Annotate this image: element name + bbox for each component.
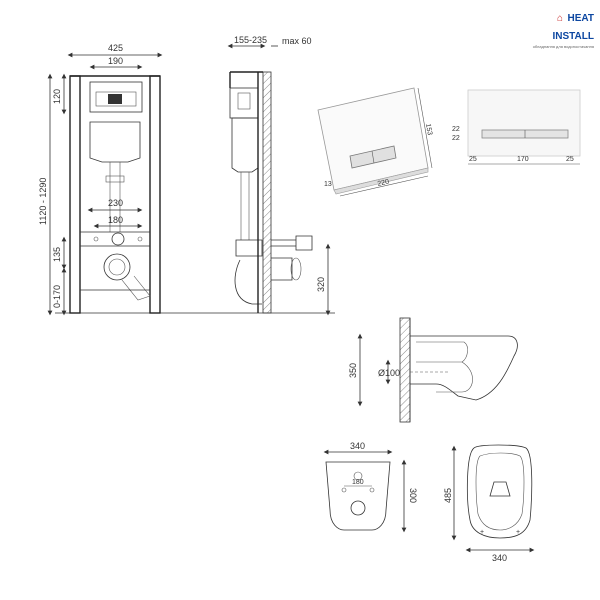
dim-bottom-300: 300: [408, 488, 418, 503]
side-drain-outlet: [271, 257, 293, 281]
dim-bottom-340: 340: [350, 441, 365, 451]
dim-13: 13: [324, 181, 332, 188]
frame-front-view: 425 190 120 1120 - 1290 230 180 135 0-17…: [38, 43, 335, 316]
side-connector: [271, 235, 313, 251]
bowl-trap: [436, 361, 473, 393]
side-flush-pipe: [240, 172, 250, 240]
drain-elbow: [121, 275, 151, 301]
frame-post-right: [149, 75, 161, 314]
dim-outlet-diameter: Ø100: [378, 368, 400, 378]
dim-25-left: 25: [469, 156, 477, 163]
side-valve: [237, 92, 251, 110]
top-seat: [475, 452, 525, 531]
frame-side-view: 155-235 max 60 320: [227, 35, 331, 316]
drain-outlet-outer: [103, 253, 131, 281]
house-icon: ⌂: [557, 13, 564, 24]
side-box: [229, 87, 259, 119]
dim-top-340: 340: [492, 553, 507, 563]
cistern: [89, 121, 141, 163]
top-hinge: [489, 481, 511, 497]
brand-tagline: обладнання для водопостачання: [532, 44, 594, 49]
dim-425: 425: [108, 43, 123, 53]
bowl-wall: [399, 317, 411, 423]
top-mark-right: +: [516, 529, 520, 536]
side-drain-bend: [234, 259, 262, 305]
bowl-top-view: + + 485 340: [443, 444, 535, 563]
bowl-outline: [410, 335, 518, 401]
bottom-bolt-left: [341, 487, 347, 493]
dim-22-b: 22: [452, 135, 460, 142]
button-plate-perspective: 153 220 13: [317, 87, 433, 197]
dim-max-60: max 60: [282, 36, 312, 46]
bottom-outline: [325, 461, 391, 531]
side-fitting: [235, 239, 263, 257]
bolt-right: [137, 236, 143, 242]
bowl-side-section: Ø100 350: [348, 317, 518, 423]
flush-pipe: [109, 162, 121, 232]
pipe-clamp: [105, 175, 125, 183]
dim-190: 190: [108, 56, 123, 66]
dim-120: 120: [52, 89, 62, 104]
top-mark-left: +: [480, 529, 484, 536]
front-plate-face: [467, 89, 581, 157]
dim-25-right: 25: [566, 156, 574, 163]
wall-section: [262, 71, 272, 314]
plate-edge: [333, 167, 429, 195]
dim-180: 180: [108, 215, 123, 225]
button-plate-front: 22 22 25 170 25: [452, 89, 581, 165]
dim-320: 320: [316, 277, 326, 292]
plate-button-divider: [371, 150, 375, 164]
flush-mechanism: [95, 91, 137, 107]
dim-1120-1290: 1120 - 1290: [38, 178, 48, 225]
dim-line-220: [339, 175, 429, 197]
dim-220: 220: [377, 178, 390, 187]
bowl-bottom-view: 340 180 300: [323, 441, 418, 533]
top-outline: [466, 444, 533, 539]
dim-135: 135: [52, 247, 62, 262]
dim-bottom-180: 180: [352, 479, 364, 486]
bowl-inner-rim: [416, 341, 468, 363]
dim-22-a: 22: [452, 126, 460, 133]
flush-box: [89, 81, 143, 113]
dim-155-235: 155-235: [234, 35, 267, 45]
dim-153: 153: [424, 123, 433, 136]
brand-logo: ⌂ HEAT INSTALL обладнання для водопостач…: [514, 8, 594, 49]
bottom-water-inlet: [353, 471, 363, 481]
dim-line-153: [417, 87, 433, 169]
bottom-bolt-right: [369, 487, 375, 493]
dim-170: 170: [517, 156, 529, 163]
dim-0-170: 0-170: [52, 285, 62, 308]
dim-350: 350: [348, 363, 358, 378]
side-cistern: [231, 117, 259, 173]
drain-outlet-rim: [290, 257, 302, 281]
bolt-hole-center: [111, 232, 125, 246]
frame-post-left: [69, 75, 81, 314]
bottom-outlet: [350, 500, 366, 516]
drain-outlet-inner: [108, 258, 126, 276]
actuator-block: [108, 94, 122, 104]
bolt-left: [93, 236, 99, 242]
dim-230: 230: [108, 198, 123, 208]
dim-485: 485: [443, 488, 453, 503]
brand-name: HEAT INSTALL: [552, 13, 594, 42]
